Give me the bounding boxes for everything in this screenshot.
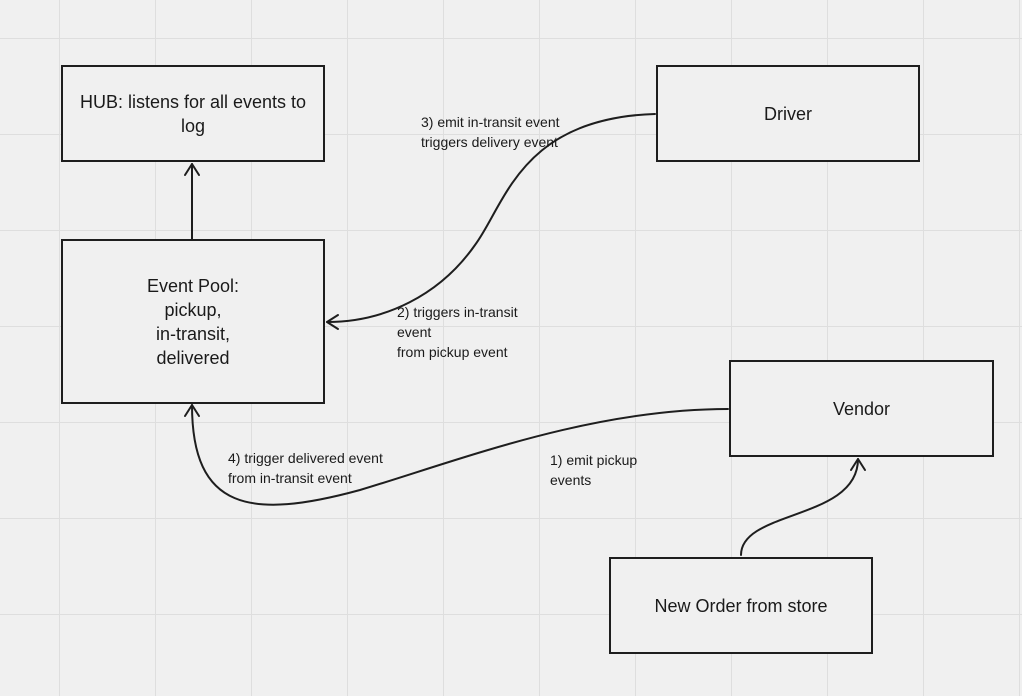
edge-label-emit-in-transit: 3) emit in-transit event triggers delive…: [421, 114, 560, 150]
new-order-node[interactable]: New Order from store: [609, 557, 873, 654]
connector-driver-to-eventpool: [326, 113, 656, 323]
connector-order-to-vendor: [740, 458, 859, 556]
arrowhead-eventpool-bottom: [184, 404, 200, 417]
hub-node[interactable]: HUB: listens for all events to log: [61, 65, 325, 162]
edge-label-trigger-delivered: 4) trigger delivered event from in-trans…: [228, 450, 383, 486]
driver-label: Driver: [764, 103, 812, 124]
edge-label-emit-pickup: 1) emit pickup events: [550, 452, 638, 488]
arrowhead-hub: [184, 163, 200, 176]
vendor-label: Vendor: [832, 398, 891, 419]
arrowhead-vendor: [850, 458, 866, 471]
arrowhead-eventpool-right: [326, 314, 339, 330]
hub-label: HUB: listens for all events to log: [79, 91, 307, 136]
connector-vendor-to-eventpool: [191, 404, 729, 506]
vendor-node[interactable]: Vendor: [729, 360, 994, 457]
edge-label-triggers-in-transit: 2) triggers in-transit event from pickup…: [397, 304, 518, 360]
driver-node[interactable]: Driver: [656, 65, 920, 162]
new-order-label: New Order from store: [654, 595, 828, 616]
event-pool-label: Event Pool: pickup, in-transit, delivere…: [146, 275, 240, 368]
event-pool-node[interactable]: Event Pool: pickup, in-transit, delivere…: [61, 239, 325, 404]
